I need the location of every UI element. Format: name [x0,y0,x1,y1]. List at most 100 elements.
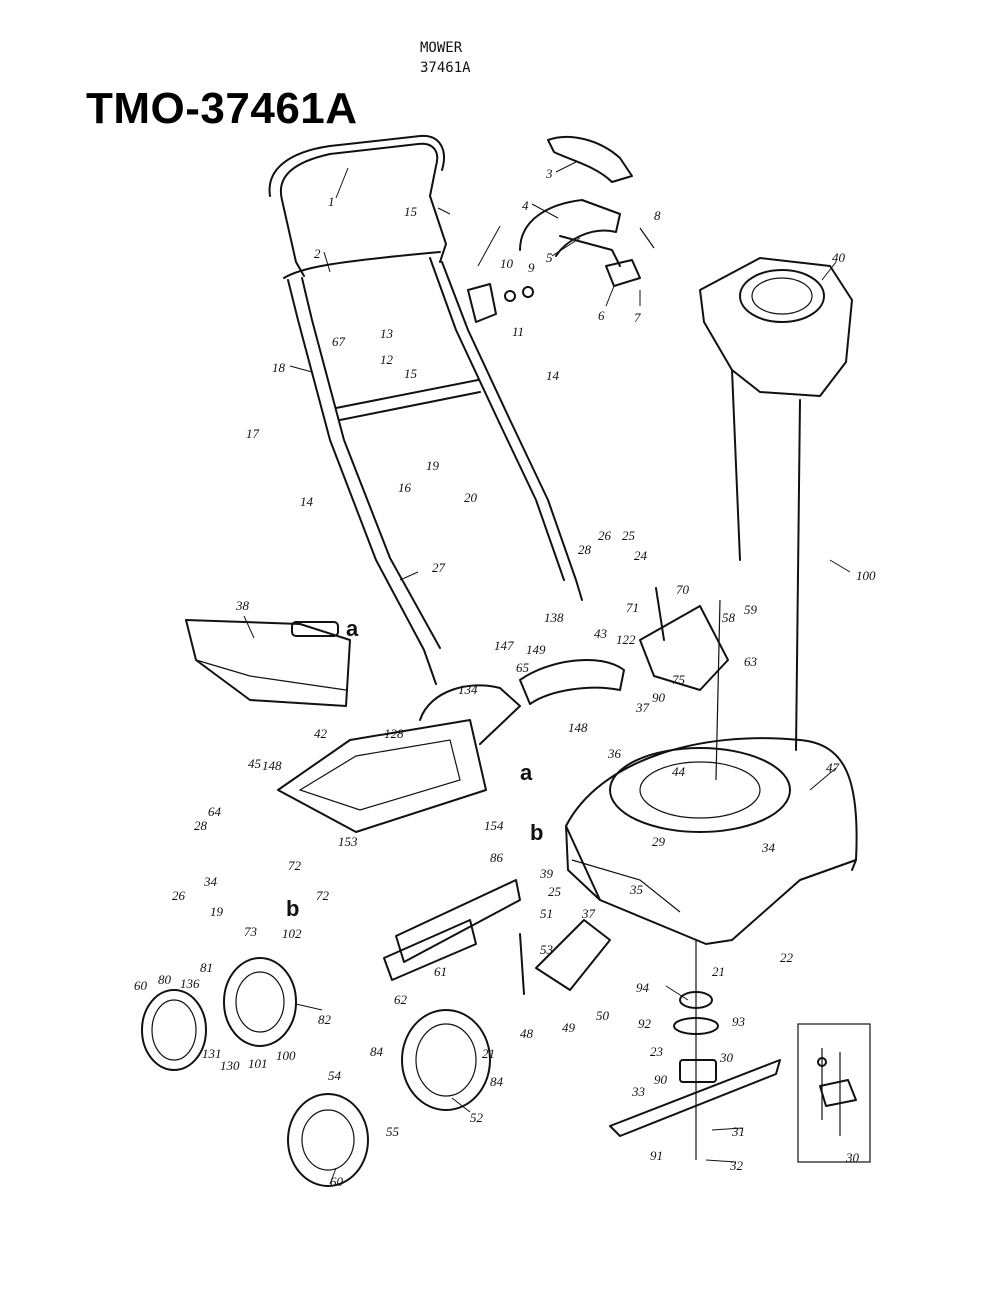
callout-82: 82 [318,1012,332,1027]
callout-153: 153 [338,834,358,849]
callout-37-b: 37 [581,906,596,921]
control-assembly [467,135,655,323]
callout-75: 75 [672,672,686,687]
callout-100-a: 100 [856,568,876,583]
leader-lines [243,161,851,1185]
callout-3: 3 [545,166,553,181]
callout-63: 63 [744,654,758,669]
callout-34-b: 34 [203,874,218,889]
lower-handle [283,251,583,685]
callout-20: 20 [464,490,478,505]
callout-49: 49 [562,1020,576,1035]
callout-45: 45 [248,756,262,771]
callout-128: 128 [384,726,404,741]
callout-28-a: 28 [578,542,592,557]
callout-4: 4 [522,198,529,213]
callout-10: 10 [500,256,514,271]
mower-deck [565,737,858,945]
callout-54: 54 [328,1068,342,1083]
wheel-bracket [519,919,611,995]
rear-wheel-left [141,957,297,1071]
upper-handle [268,134,447,277]
rear-chute [277,684,521,833]
callout-19-a: 19 [426,458,440,473]
callout-44: 44 [672,764,686,779]
callout-84-a: 84 [370,1044,384,1059]
callout-34-a: 34 [761,840,776,855]
callout-86: 86 [490,850,504,865]
callout-130: 130 [220,1058,240,1073]
callout-30-a: 30 [719,1050,734,1065]
callout-102: 102 [282,926,302,941]
callout-93: 93 [732,1014,746,1029]
callout-26-a: 26 [598,528,612,543]
letter-callout-b-axle: b [286,896,299,921]
callout-18: 18 [272,360,286,375]
callout-72-b: 72 [316,888,330,903]
callout-22: 22 [780,950,794,965]
callout-61: 61 [434,964,447,979]
callout-48: 48 [520,1026,534,1041]
callout-37-a: 37 [635,700,650,715]
callout-17: 17 [246,426,260,441]
callout-62: 62 [394,992,408,1007]
letter-callout-b-deck: b [530,820,543,845]
callout-84-b: 84 [490,1074,504,1089]
callout-131: 131 [202,1046,222,1061]
part-callouts: 1 2 3 4 5 6 7 8 9 10 11 12 13 14 14 15 1… [134,166,876,1189]
callout-43: 43 [594,626,608,641]
callout-28-b: 28 [194,818,208,833]
callout-21-a: 21 [712,964,725,979]
callout-138: 138 [544,610,564,625]
callout-100-b: 100 [276,1048,296,1063]
callout-51: 51 [540,906,553,921]
callout-71: 71 [626,600,639,615]
callout-70: 70 [676,582,690,597]
callout-73: 73 [244,924,258,939]
callout-36: 36 [607,746,622,761]
blade-assembly [609,940,781,1160]
callout-27: 27 [432,560,446,575]
callout-9: 9 [528,260,535,275]
callout-47: 47 [826,760,840,775]
letter-callouts: a a b b [286,616,543,921]
callout-59: 59 [744,602,758,617]
grass-bag [185,619,351,707]
pivot-assembly [519,587,729,705]
callout-24: 24 [634,548,648,563]
callout-26-b: 26 [172,888,186,903]
callout-60-b: 60 [330,1174,344,1189]
callout-52: 52 [470,1110,484,1125]
callout-81: 81 [200,960,213,975]
callout-92: 92 [638,1016,652,1031]
callout-32: 32 [729,1158,744,1173]
callout-35: 35 [629,882,644,897]
blade-adapter-inset [797,1023,871,1163]
callout-19-b: 19 [210,904,224,919]
callout-16: 16 [398,480,412,495]
letter-callout-a-deck: a [520,760,533,785]
callout-15-b: 15 [404,366,418,381]
callout-148-a: 148 [568,720,588,735]
front-wheel [287,1009,491,1187]
callout-134: 134 [458,682,478,697]
callout-148-b: 148 [262,758,282,773]
callout-101: 101 [248,1056,268,1071]
callout-38: 38 [235,598,250,613]
callout-13: 13 [380,326,394,341]
callout-1: 1 [328,194,335,209]
callout-25-b: 25 [548,884,562,899]
diagram-title: TMO-37461A [86,84,358,133]
callout-31: 31 [731,1124,745,1139]
callout-122: 122 [616,632,636,647]
callout-55: 55 [386,1124,400,1139]
callout-90-a: 90 [652,690,666,705]
callout-2: 2 [314,246,321,261]
header-line-1: MOWER [420,40,463,56]
callout-15-a: 15 [404,204,418,219]
callout-25-a: 25 [622,528,636,543]
callout-58: 58 [722,610,736,625]
callout-7: 7 [634,310,641,325]
callout-14-a: 14 [546,368,560,383]
